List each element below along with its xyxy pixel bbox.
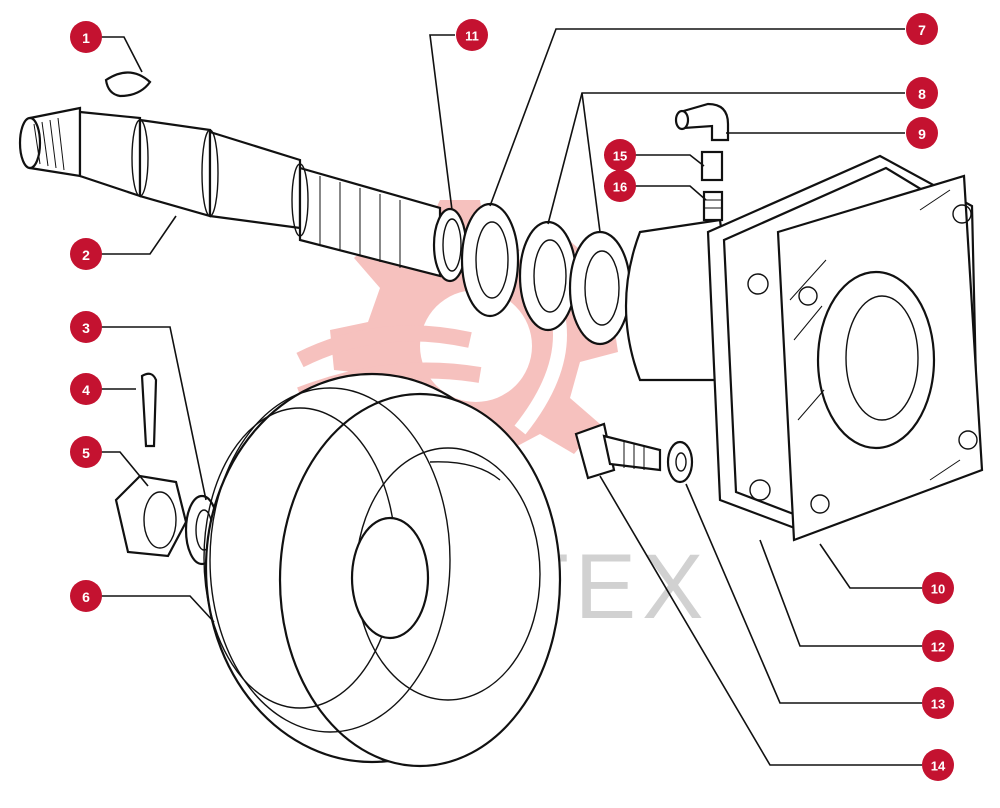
callout-14: 14 [922,749,954,781]
callout-label: 6 [82,589,90,605]
callout-circle [922,687,954,719]
castle-nut-part [114,474,188,558]
callout-label: 11 [465,29,479,44]
callout-circle [70,580,102,612]
callout-11: 11 [456,19,488,51]
callout-5: 5 [70,436,102,468]
callout-circle [906,13,938,45]
callout-circle [906,117,938,149]
gasket-part [776,174,984,542]
callout-label: 5 [82,445,90,461]
callout-label: 4 [82,382,90,398]
callout-circle [70,436,102,468]
callout-circle [70,373,102,405]
bolt-part [574,422,662,480]
callout-13: 13 [922,687,954,719]
callout-15: 15 [604,139,636,171]
callout-label: 2 [82,247,90,263]
pulley-part [203,372,562,768]
callout-16: 16 [604,170,636,202]
callout-1: 1 [70,21,102,53]
callout-label: 12 [931,640,945,655]
adapter-part [700,150,724,182]
woodruff-key-part [104,71,152,98]
callout-circle [604,170,636,202]
callout-9: 9 [906,117,938,149]
callout-label: 3 [82,320,90,336]
callout-circle [922,630,954,662]
callout-circle [70,21,102,53]
callout-label: 1 [82,30,90,46]
callout-7: 7 [906,13,938,45]
callout-circle [604,139,636,171]
callout-2: 2 [70,238,102,270]
callout-12: 12 [922,630,954,662]
callout-label: 16 [613,180,627,195]
callout-label: 14 [931,759,946,774]
callout-label: 8 [918,86,926,102]
leader-lines [100,28,922,766]
callout-circle [922,749,954,781]
callout-label: 10 [931,582,945,597]
washer-part [666,440,694,484]
callout-3: 3 [70,311,102,343]
cotter-pin-part [140,372,158,448]
ring-part [432,207,468,283]
callout-circle [70,238,102,270]
callout-6: 6 [70,580,102,612]
elbow-fitting-part [674,102,730,142]
callout-label: 7 [918,22,926,38]
callout-4: 4 [70,373,102,405]
nipple-part [702,190,724,222]
callout-label: 13 [931,697,945,712]
callout-circle [70,311,102,343]
callout-circle [906,77,938,109]
callout-8: 8 [906,77,938,109]
shaft-part [18,106,442,278]
callout-label: 9 [918,126,926,142]
callout-circle [922,572,954,604]
callout-label: 15 [613,149,627,164]
callout-circle [456,19,488,51]
callout-10: 10 [922,572,954,604]
bearing-part-7 [460,202,520,318]
